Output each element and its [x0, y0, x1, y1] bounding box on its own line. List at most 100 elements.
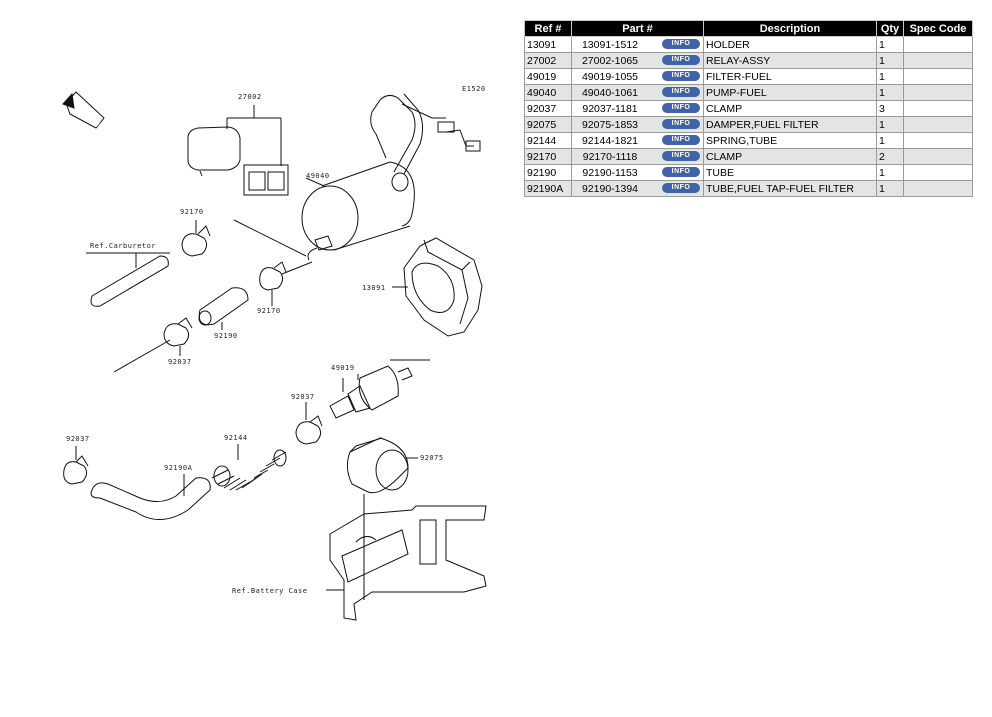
part-number: 92190-1394	[581, 182, 639, 195]
spec-code-cell	[903, 52, 973, 69]
spec-code-cell	[903, 132, 973, 149]
table-header-row: Ref # Part # Description Qty Spec Code	[524, 20, 973, 37]
ref-cell: 92190	[524, 164, 572, 181]
tube-92190A-drawing	[90, 474, 211, 520]
holder-13091-drawing	[392, 237, 483, 337]
front-arrow	[62, 91, 105, 129]
header-description: Description	[703, 20, 877, 37]
part-number: 92170-1118	[582, 150, 638, 163]
part-cell: 49019-1055 INFO	[571, 68, 704, 85]
info-button[interactable]: INFO	[662, 119, 700, 129]
ref-cell: 92037	[524, 100, 572, 117]
spec-code-cell	[903, 100, 973, 117]
part-number: 49019-1055	[581, 70, 639, 83]
part-cell: 92170-1118 INFO	[571, 148, 704, 165]
callout-49040: 49040	[306, 172, 330, 180]
header-part: Part #	[571, 20, 704, 37]
info-button[interactable]: INFO	[662, 39, 700, 49]
description-cell: DAMPER,FUEL FILTER	[703, 116, 877, 133]
ref-cell: 49019	[524, 68, 572, 85]
relay-assy-drawing	[187, 105, 289, 196]
spec-code-cell	[903, 68, 973, 85]
clamp-92170-lower-drawing	[259, 261, 313, 306]
callout-92190: 92190	[214, 332, 238, 340]
clamp-92037-mid-drawing	[295, 402, 323, 445]
callout-92037-left: 92037	[168, 358, 192, 366]
info-button[interactable]: INFO	[662, 87, 700, 97]
description-cell: TUBE,FUEL TAP-FUEL FILTER	[703, 180, 877, 197]
description-cell: CLAMP	[703, 148, 877, 165]
qty-cell: 1	[876, 164, 904, 181]
qty-cell: 1	[876, 84, 904, 101]
clamp-92037-bottom-drawing	[63, 446, 89, 485]
spec-code-cell	[903, 84, 973, 101]
clamp-92037-left-drawing	[113, 317, 193, 373]
qty-cell: 3	[876, 100, 904, 117]
info-button[interactable]: INFO	[662, 55, 700, 65]
callout-92037-mid: 92037	[291, 393, 315, 401]
parts-diagram: E1520 FRONT 27002 49040 92170 Ref.Carbur…	[62, 85, 487, 621]
info-button[interactable]: INFO	[662, 183, 700, 193]
qty-cell: 1	[876, 180, 904, 197]
part-number: 92075-1853	[581, 118, 639, 131]
callout-13091: 13091	[362, 284, 386, 292]
spec-code-cell	[903, 180, 973, 197]
spec-code-cell	[903, 148, 973, 165]
part-number: 92037-1181	[582, 102, 638, 115]
part-cell: 27002-1065 INFO	[571, 52, 704, 69]
part-number: 92144-1821	[581, 134, 639, 147]
qty-cell: 1	[876, 52, 904, 69]
info-button[interactable]: INFO	[662, 135, 700, 145]
description-cell: CLAMP	[703, 100, 877, 117]
info-button[interactable]: INFO	[662, 151, 700, 161]
part-cell: 92190-1394 INFO	[571, 180, 704, 197]
description-cell: FILTER-FUEL	[703, 68, 877, 85]
callout-92075: 92075	[420, 454, 444, 462]
part-number: 27002-1065	[581, 54, 639, 67]
ref-battery-case-label: Ref.Battery Case	[232, 587, 307, 595]
info-button[interactable]: INFO	[662, 71, 700, 81]
part-number: 13091-1512	[581, 38, 639, 51]
clamp-92170-upper-drawing	[181, 219, 307, 257]
header-spec-code: Spec Code	[903, 20, 973, 37]
part-cell: 92144-1821 INFO	[571, 132, 704, 149]
description-cell: HOLDER	[703, 36, 877, 53]
qty-cell: 1	[876, 116, 904, 133]
callout-92170-upper: 92170	[180, 208, 204, 216]
diagram-code: E1520	[462, 85, 486, 93]
fuel-filter-drawing	[329, 359, 430, 419]
fuel-pump-drawing	[301, 93, 481, 261]
callout-92190A: 92190A	[164, 464, 193, 472]
qty-cell: 2	[876, 148, 904, 165]
info-button[interactable]: INFO	[662, 103, 700, 113]
info-button[interactable]: INFO	[662, 167, 700, 177]
header-ref: Ref #	[524, 20, 572, 37]
description-cell: RELAY-ASSY	[703, 52, 877, 69]
spec-code-cell	[903, 36, 973, 53]
part-number: 49040-1061	[581, 86, 639, 99]
callout-92144: 92144	[224, 434, 248, 442]
ref-cell: 13091	[524, 36, 572, 53]
part-cell: 92037-1181 INFO	[571, 100, 704, 117]
battery-case-bracket-drawing	[326, 505, 487, 621]
spec-code-cell	[903, 164, 973, 181]
tube-92190-drawing	[198, 287, 249, 330]
part-cell: 92190-1153 INFO	[571, 164, 704, 181]
part-number: 92190-1153	[582, 166, 638, 179]
part-cell: 92075-1853 INFO	[571, 116, 704, 133]
part-cell: 13091-1512 INFO	[571, 36, 704, 53]
qty-cell: 1	[876, 132, 904, 149]
carburetor-tube-drawing	[86, 252, 170, 307]
ref-cell: 49040	[524, 84, 572, 101]
qty-cell: 1	[876, 36, 904, 53]
callout-49019: 49019	[331, 364, 355, 372]
